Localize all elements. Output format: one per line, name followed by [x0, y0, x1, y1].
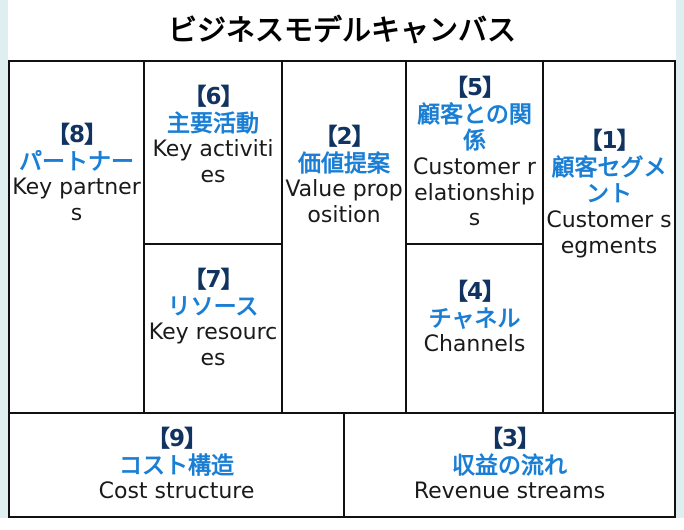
page-title: ビジネスモデルキャンバス: [167, 13, 516, 47]
block-value-proposition-jp: 価値提案: [298, 150, 390, 177]
block-key-activities-number: 【6】: [183, 84, 243, 110]
block-channels-number: 【4】: [444, 279, 505, 305]
block-key-partners-number: 【8】: [46, 122, 107, 148]
block-channels-jp: チャネル: [428, 305, 521, 332]
block-customer-relationships-text: 【5】 顧客との関係 Customer relationships: [407, 75, 542, 232]
block-channels-text: 【4】 チャネル Channels: [407, 279, 542, 358]
block-value-proposition[interactable]: 【2】 価値提案 Value proposition: [281, 60, 407, 414]
block-customer-relationships-number: 【5】: [444, 75, 505, 101]
block-revenue-streams-jp: 収益の流れ: [452, 452, 567, 479]
block-key-resources[interactable]: 【7】 リソース Key resources: [143, 243, 283, 414]
block-cost-structure-text: 【9】 コスト構造 Cost structure: [10, 426, 343, 505]
block-cost-structure[interactable]: 【9】 コスト構造 Cost structure: [8, 412, 345, 518]
block-channels-en: Channels: [423, 332, 526, 358]
block-cost-structure-number: 【9】: [146, 426, 207, 452]
block-key-partners-en: Key partners: [12, 175, 141, 226]
block-customer-relationships[interactable]: 【5】 顧客との関係 Customer relationships: [405, 60, 544, 245]
block-customer-segments-en: Customer segments: [546, 208, 672, 259]
block-cost-structure-en: Cost structure: [98, 479, 255, 505]
block-key-resources-text: 【7】 リソース Key resources: [145, 267, 281, 371]
block-key-resources-number: 【7】: [183, 267, 243, 293]
block-value-proposition-en: Value proposition: [285, 177, 403, 228]
page-margin-strip-left: [0, 0, 8, 518]
block-customer-relationships-jp: 顧客との関係: [417, 101, 532, 155]
canvas-grid: 【8】 パートナー Key partners 【6】 主要活動 Key acti…: [8, 60, 676, 518]
block-value-proposition-number: 【2】: [314, 124, 374, 150]
block-key-resources-jp: リソース: [167, 293, 259, 320]
block-key-resources-en: Key resources: [148, 320, 278, 371]
block-key-partners[interactable]: 【8】 パートナー Key partners: [8, 60, 145, 414]
block-customer-segments-jp: 顧客セグメント: [551, 154, 667, 208]
block-key-partners-text: 【8】 パートナー Key partners: [10, 122, 143, 226]
block-cost-structure-jp: コスト構造: [119, 452, 234, 479]
block-revenue-streams-en: Revenue streams: [413, 479, 606, 505]
block-customer-segments-number: 【1】: [579, 128, 639, 154]
block-revenue-streams[interactable]: 【3】 収益の流れ Revenue streams: [343, 412, 676, 518]
block-key-activities-en: Key activities: [152, 137, 274, 188]
block-channels[interactable]: 【4】 チャネル Channels: [405, 243, 544, 414]
block-customer-segments-text: 【1】 顧客セグメント Customer segments: [544, 128, 674, 259]
block-value-proposition-text: 【2】 価値提案 Value proposition: [283, 124, 405, 228]
page-margin-strip-right: [676, 0, 684, 518]
block-revenue-streams-number: 【3】: [479, 426, 540, 452]
block-key-activities[interactable]: 【6】 主要活動 Key activities: [143, 60, 283, 245]
block-key-activities-text: 【6】 主要活動 Key activities: [145, 84, 281, 188]
block-customer-relationships-en: Customer relationships: [413, 155, 536, 232]
block-customer-segments[interactable]: 【1】 顧客セグメント Customer segments: [542, 60, 676, 414]
block-key-activities-jp: 主要活動: [167, 110, 259, 137]
block-revenue-streams-text: 【3】 収益の流れ Revenue streams: [345, 426, 674, 505]
block-key-partners-jp: パートナー: [19, 148, 134, 175]
